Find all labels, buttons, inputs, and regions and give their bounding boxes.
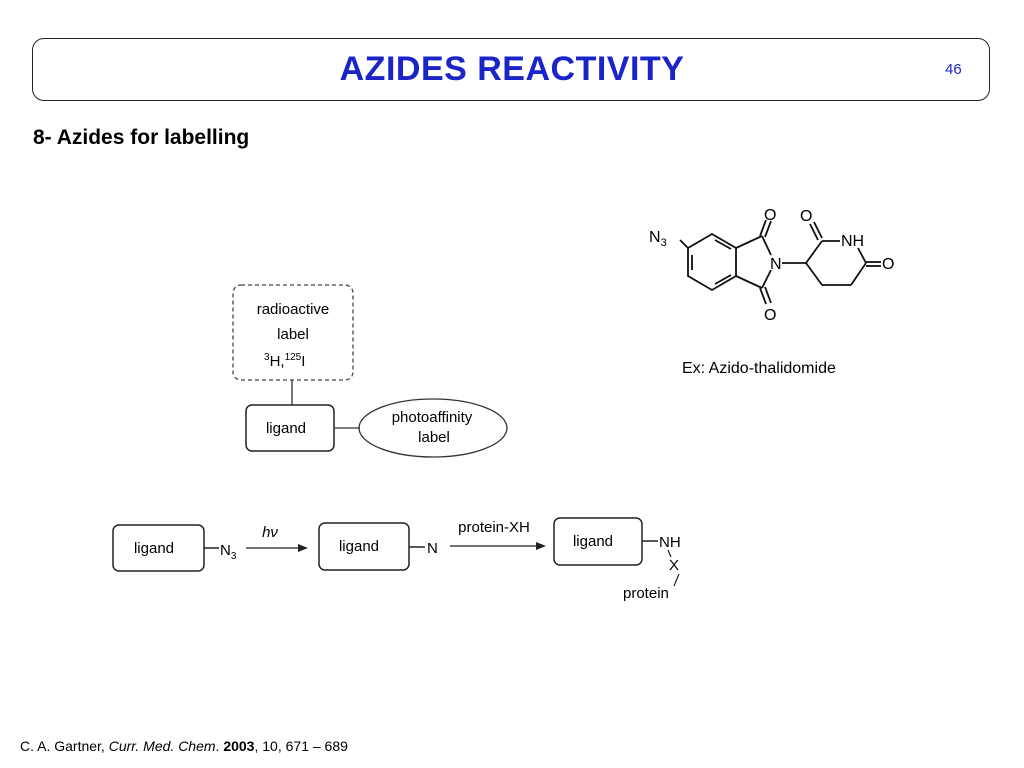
slide-title: AZIDES REACTIVITY	[339, 50, 685, 88]
arrow1-head	[298, 544, 308, 552]
photoaffinity-text: photoaffinity	[392, 409, 473, 426]
nh-label: NH	[841, 233, 864, 250]
isotopes-text: 3H,125I	[264, 352, 305, 370]
arrow2-head	[536, 542, 546, 550]
azide-group: N3	[220, 542, 237, 562]
radioactive-text: radioactive	[257, 301, 330, 318]
page-number: 46	[945, 61, 962, 78]
label-text: label	[277, 326, 309, 343]
x-group: X	[669, 557, 679, 574]
photoaffinity-label-ellipse	[358, 398, 508, 458]
isotope-i-mass: 125	[285, 352, 302, 363]
protein-text: protein	[623, 585, 669, 602]
n3-label: N3	[649, 229, 667, 249]
photoaffinity-label-text: label	[418, 429, 450, 446]
isotope-h-symbol: H,	[270, 353, 285, 370]
citation-journal: Curr. Med. Chem	[108, 738, 216, 754]
citation: C. A. Gartner, Curr. Med. Chem. 2003, 10…	[20, 738, 348, 754]
citation-year: 2003	[223, 738, 255, 754]
o-lactam-label: O	[800, 208, 812, 225]
o-right-label: O	[882, 256, 894, 273]
o-top-label: O	[764, 207, 776, 224]
citation-authors: C. A. Gartner,	[20, 738, 109, 754]
o-bottom-label: O	[764, 307, 776, 324]
isotope-h-mass: 3	[264, 352, 270, 363]
arrow2-label: protein-XH	[458, 519, 530, 536]
citation-pages: , 10, 671 – 689	[254, 738, 348, 754]
nitrene-group: N	[427, 540, 438, 557]
n-ring-label: N	[770, 256, 782, 273]
reaction-ligand-text-2: ligand	[339, 538, 379, 555]
ligand-text: ligand	[266, 420, 306, 437]
title-frame	[32, 38, 990, 101]
example-caption: Ex: Azido-thalidomide	[682, 360, 836, 377]
nh-group: NH	[659, 534, 681, 551]
radioactive-label-box	[232, 284, 354, 381]
reaction-ligand-text-3: ligand	[573, 533, 613, 550]
azido-thalidomide-structure: N3 O O N O NH O	[649, 207, 894, 324]
reaction-ligand-text-1: ligand	[134, 540, 174, 557]
arrow1-label: hν	[262, 524, 278, 541]
benzene-ring	[687, 232, 737, 292]
section-heading: 8- Azides for labelling	[33, 126, 250, 149]
isotope-i-symbol: I	[301, 353, 305, 370]
